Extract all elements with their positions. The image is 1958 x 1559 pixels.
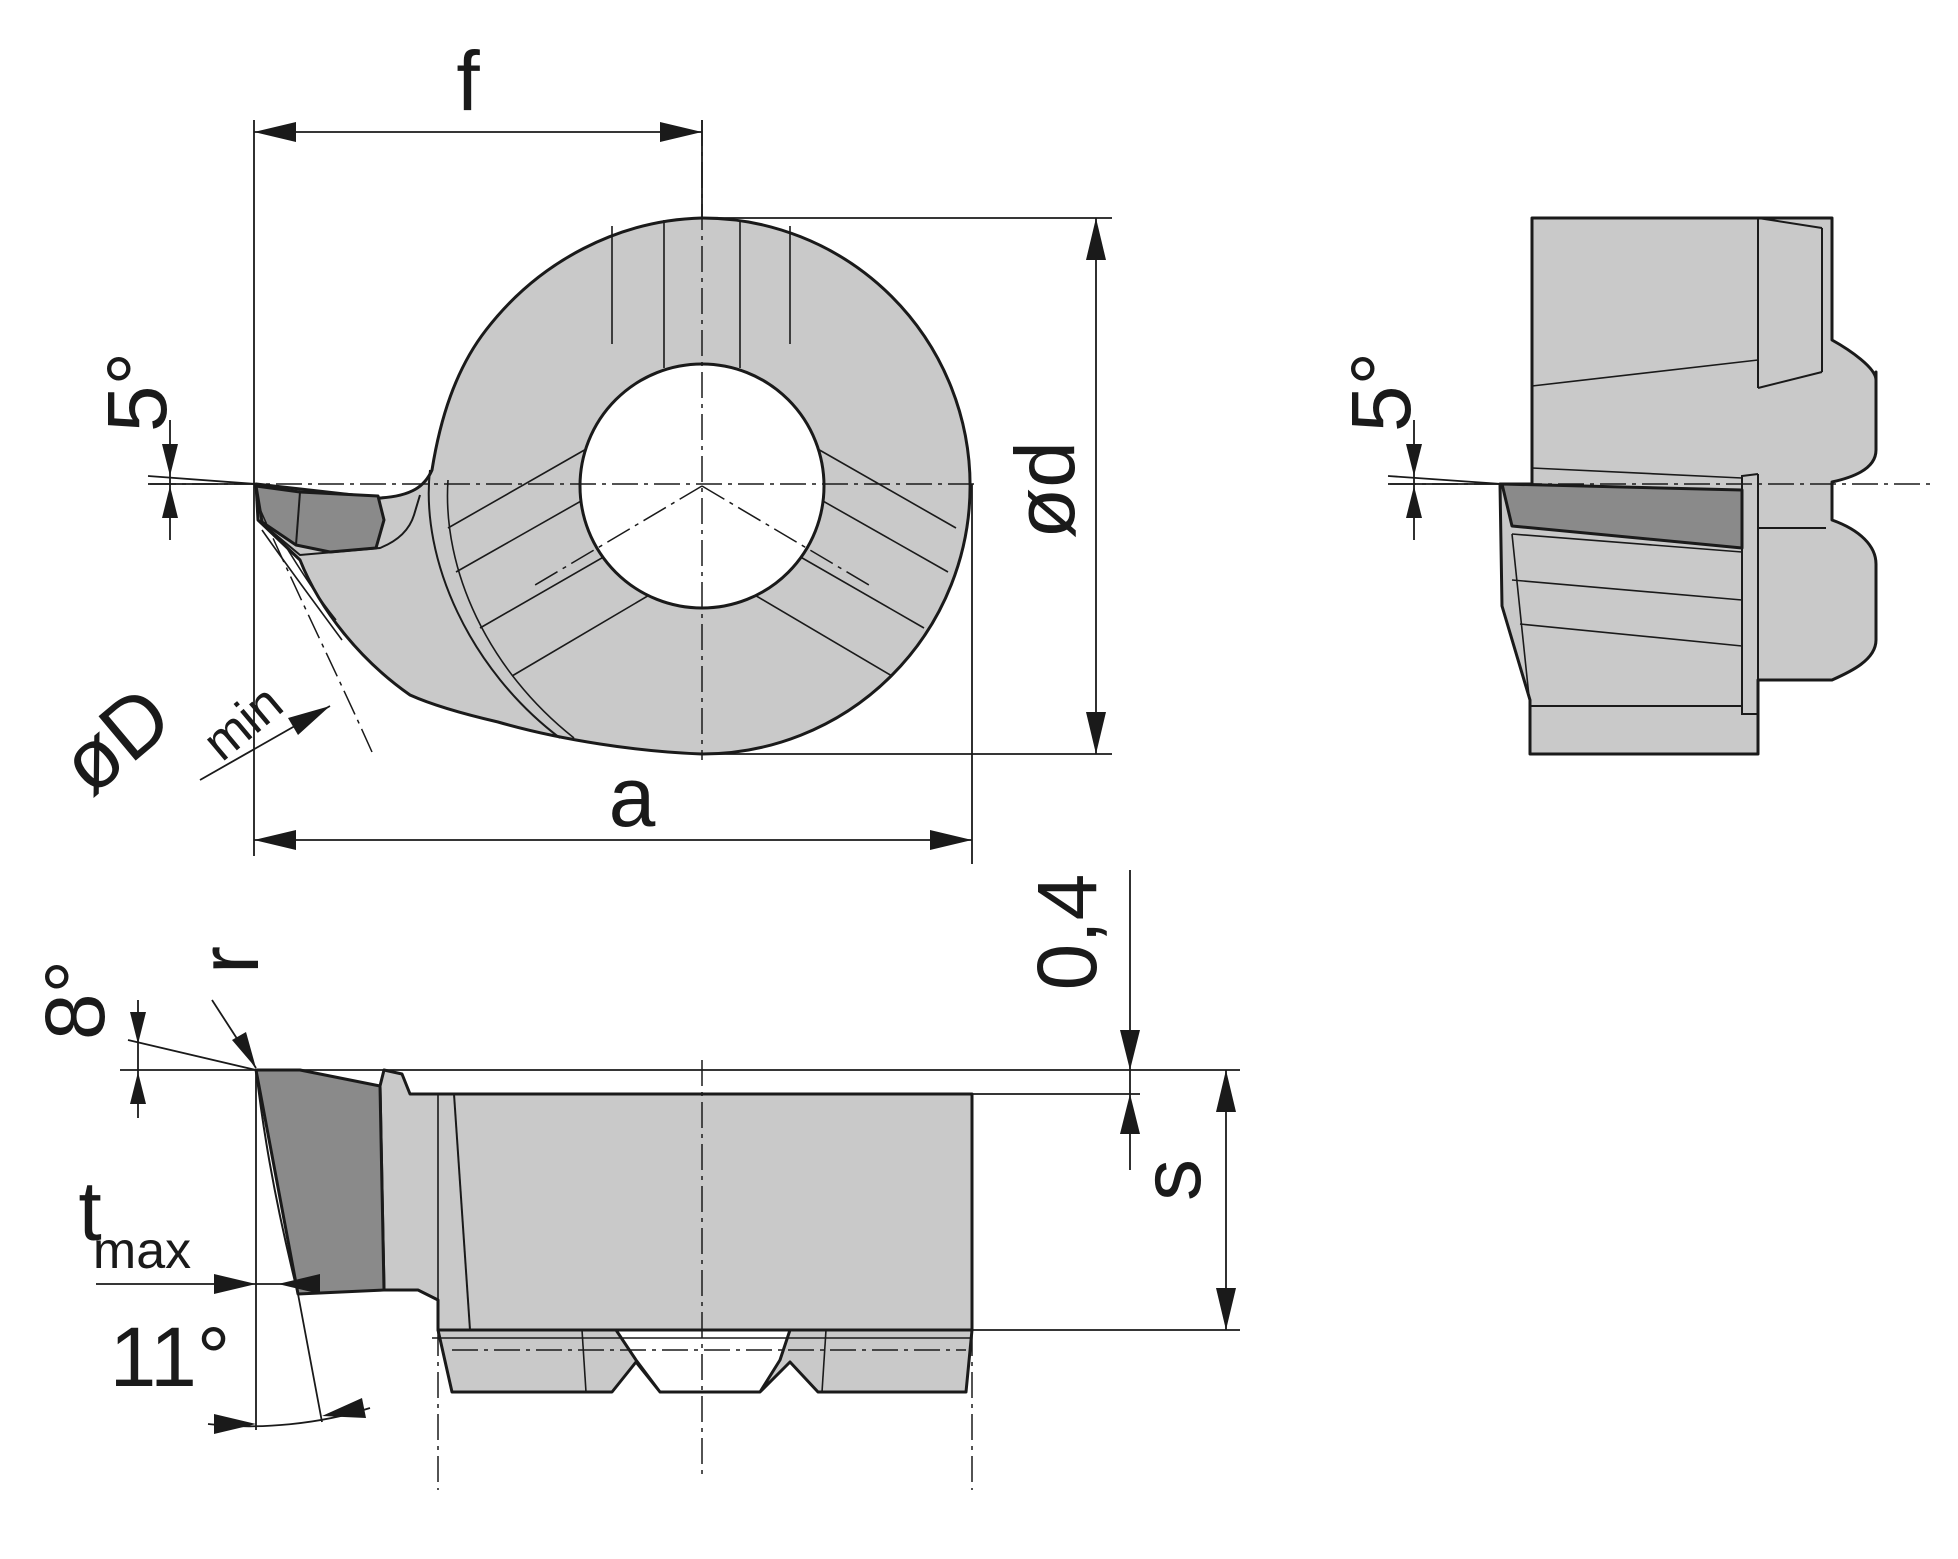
- angle-11: 11°: [110, 1293, 371, 1434]
- radius-r: r: [182, 946, 276, 1069]
- dimension-0-4-label: 0,4: [1020, 874, 1114, 991]
- dimension-0-4: 0,4: [256, 870, 1140, 1170]
- side-view: [1390, 216, 1930, 756]
- dimension-d-label: ød: [998, 441, 1092, 539]
- front-view: [254, 1060, 974, 1490]
- angle-5-top: 5°: [90, 352, 257, 540]
- top-view: [150, 120, 980, 760]
- dimension-f-label: f: [456, 34, 480, 128]
- dimension-s-label: s: [1124, 1159, 1218, 1201]
- dimension-s: s: [972, 1069, 1240, 1331]
- front-view-carbide: [254, 1068, 386, 1296]
- angle-11-label: 11°: [110, 1310, 231, 1404]
- top-view-face-arc: [427, 469, 561, 739]
- front-view-body: [378, 1068, 974, 1332]
- dimension-D-label: øD: [42, 668, 188, 812]
- angle-8: 8°: [28, 960, 257, 1118]
- front-view-teeth: [436, 1328, 974, 1394]
- dimension-d: ød: [702, 217, 1112, 755]
- dimension-t-sub: max: [93, 1222, 191, 1280]
- angle-8-label: 8°: [28, 960, 122, 1040]
- dimension-t-label: t: [78, 1164, 101, 1258]
- dimension-D-min: øD min: [42, 668, 331, 812]
- side-view-body: [1498, 216, 1878, 756]
- dimension-f: f: [253, 34, 703, 484]
- angle-5-top-label: 5°: [90, 352, 184, 432]
- dimension-a-label: a: [609, 750, 656, 844]
- dimension-t-max: t max: [78, 1070, 320, 1430]
- angle-5-side-label: 5°: [1334, 352, 1428, 432]
- radius-r-label: r: [182, 946, 276, 974]
- dimension-a: a: [253, 484, 973, 864]
- dimension-D-sub: min: [192, 674, 293, 772]
- side-view-carbide: [1500, 482, 1744, 550]
- angle-5-side: 5°: [1334, 352, 1503, 540]
